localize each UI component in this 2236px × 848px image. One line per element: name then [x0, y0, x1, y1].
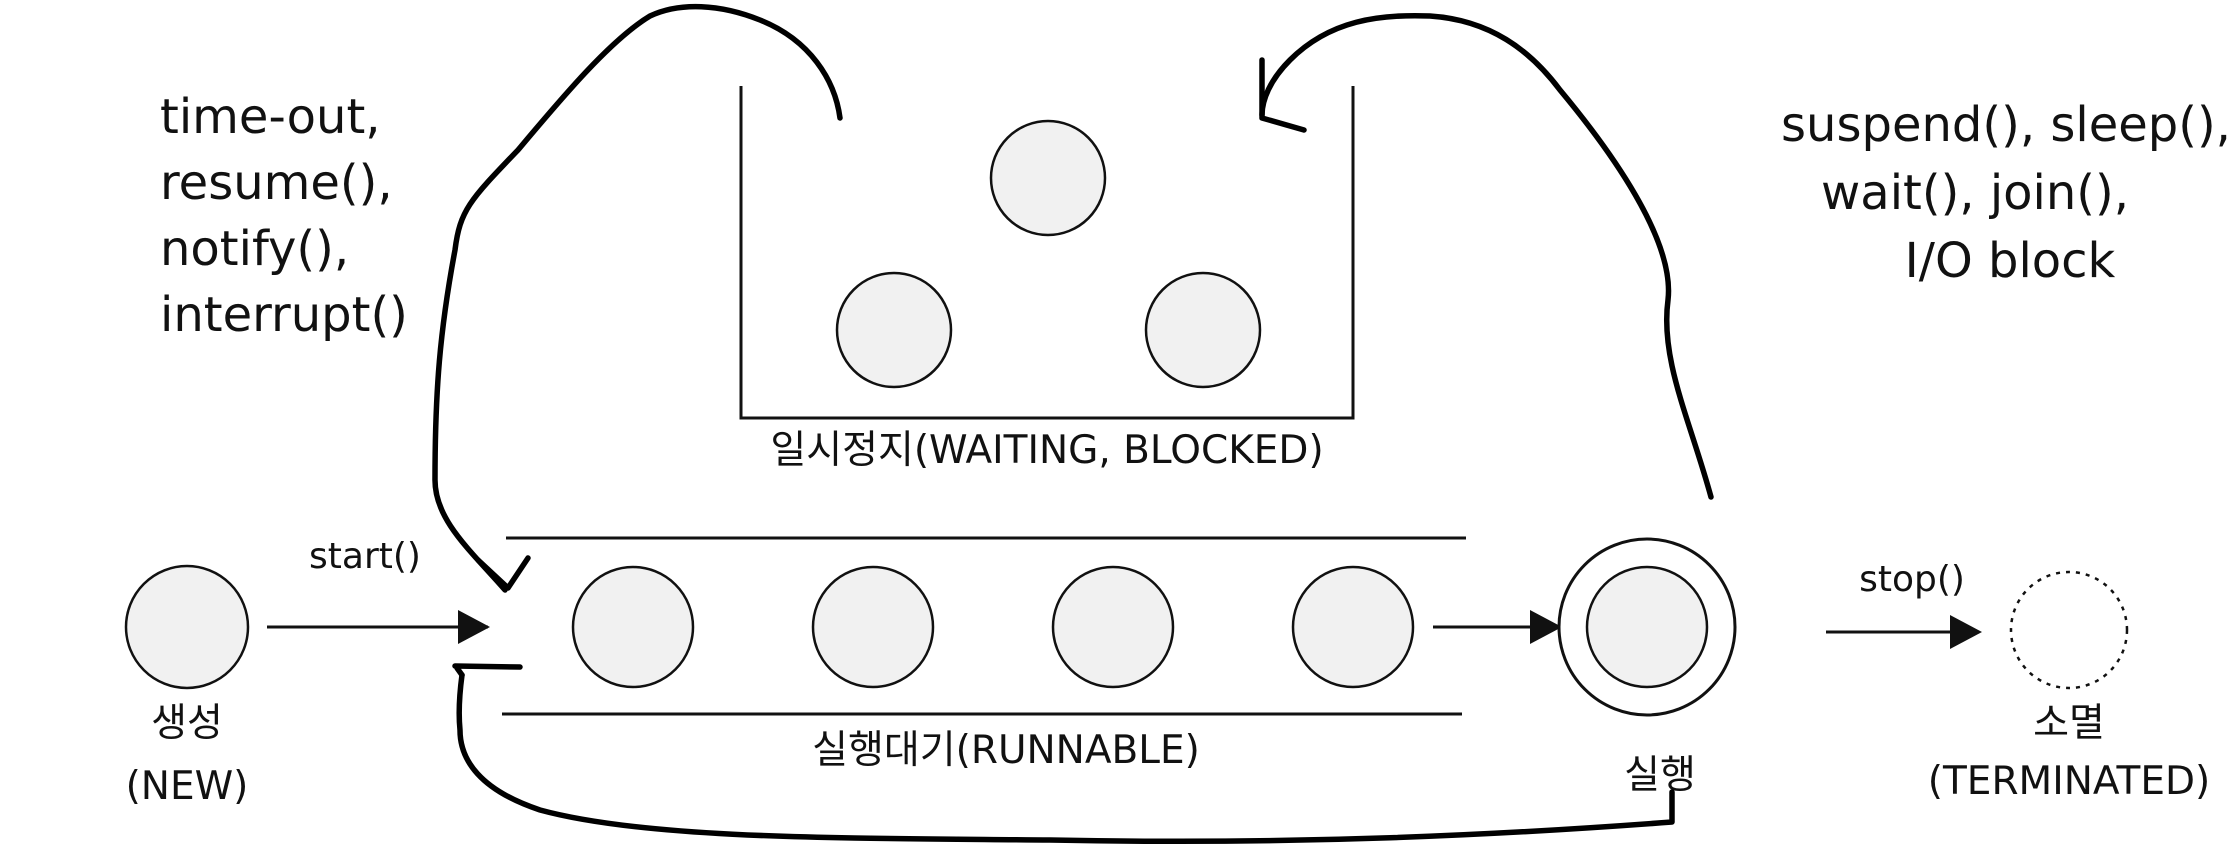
runnable-thread-4 — [1291, 565, 1415, 689]
waiting-thread-2 — [835, 271, 953, 389]
waiting-thread-3 — [1144, 271, 1262, 389]
waiting-container — [739, 86, 1355, 420]
resume-curve-arrowhead — [475, 555, 531, 591]
new-state-label: 생성 — [151, 701, 223, 746]
suspend-method-1: suspend(), sleep(), — [1781, 97, 2231, 153]
runnable-thread-2 — [811, 565, 935, 689]
stop-arrow-head — [1950, 615, 1982, 649]
yield-curve-arrowhead — [452, 663, 523, 678]
suspend-curve-arrowhead — [1259, 57, 1307, 133]
resume-method-2: resume(), — [160, 155, 393, 211]
resume-method-3: notify(), — [160, 221, 349, 277]
waiting-thread-1 — [989, 119, 1107, 237]
stop-transition-label: stop() — [1859, 559, 1965, 600]
running-state-inner-circle — [1585, 565, 1709, 689]
start-transition-label: start() — [309, 536, 421, 577]
new-state-circle — [124, 564, 250, 690]
resume-method-4: interrupt() — [160, 287, 408, 343]
suspend-curve — [1259, 12, 1714, 500]
runnable-state-label: 실행대기(RUNNABLE) — [812, 728, 1200, 773]
waiting-state-label: 일시정지(WAITING, BLOCKED) — [770, 428, 1323, 473]
resume-curve — [432, 3, 843, 593]
terminated-state-label: 소멸 — [2033, 701, 2105, 746]
dispatch-arrow-head — [1530, 610, 1562, 644]
terminated-state-circle — [2009, 570, 2129, 690]
resume-method-1: time-out, — [160, 89, 381, 145]
new-state-sublabel: (NEW) — [126, 764, 249, 809]
terminated-state-sublabel: (TERMINATED) — [1928, 759, 2210, 804]
runnable-thread-1 — [571, 565, 695, 689]
suspend-method-2: wait(), join(), — [1821, 165, 2129, 221]
running-state-label: 실행 — [1624, 753, 1696, 798]
runnable-thread-3 — [1051, 565, 1175, 689]
start-arrow-head — [458, 610, 490, 644]
suspend-method-3: I/O block — [1905, 233, 2116, 289]
yield-curve — [456, 672, 1675, 845]
